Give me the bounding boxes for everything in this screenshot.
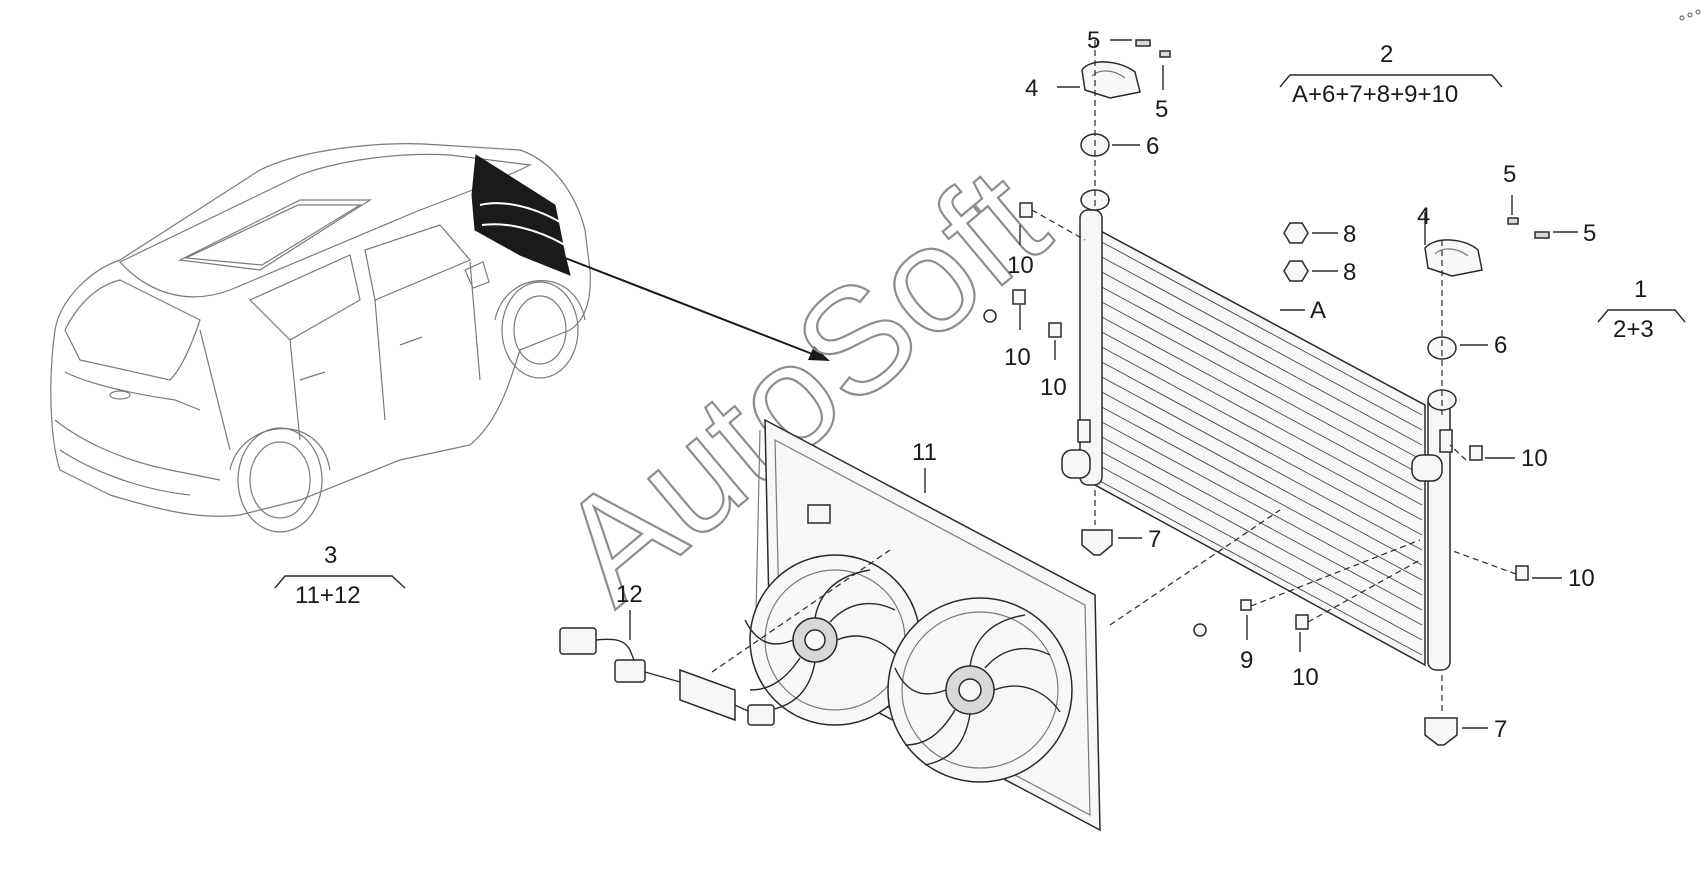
- callout-4: 4: [1025, 75, 1038, 102]
- callout-A: A: [1310, 297, 1326, 324]
- callout-5: 5: [1087, 27, 1100, 54]
- callout-10: 10: [1568, 565, 1595, 592]
- callout-9: 9: [1240, 647, 1253, 674]
- callout-8: 8: [1343, 221, 1356, 248]
- callout-10: 10: [1004, 344, 1031, 371]
- callout-5: 5: [1583, 220, 1596, 247]
- corner-marks: [1679, 9, 1701, 21]
- callout-1: 1: [1634, 276, 1647, 303]
- fan-wiring-harness: [559, 549, 891, 726]
- callout-10: 10: [1040, 374, 1067, 401]
- callout-6: 6: [1146, 133, 1159, 160]
- callout-2-formula: A+6+7+8+9+10: [1292, 81, 1458, 108]
- vehicle-locator-illustration: [50, 143, 591, 533]
- callout-12: 12: [616, 581, 643, 608]
- callout-4: 4: [1417, 203, 1430, 230]
- callout-labels: 5 4 5 6 2 A+6+7+8+9+10 8 8 A 5 4 5 1 2+3…: [295, 27, 1654, 743]
- callout-2: 2: [1380, 41, 1393, 68]
- callout-8: 8: [1343, 259, 1356, 286]
- callout-10: 10: [1521, 445, 1548, 472]
- callout-5: 5: [1155, 96, 1168, 123]
- radiator: [1061, 209, 1453, 671]
- callout-leaders: [274, 39, 1686, 729]
- callout-10: 10: [1007, 252, 1034, 279]
- fan-shroud-assembly: [744, 418, 1101, 832]
- callout-11: 11: [912, 439, 937, 466]
- location-arrow: [559, 255, 830, 361]
- highlighted-radiator-area: [471, 154, 571, 276]
- callout-7: 7: [1148, 526, 1161, 553]
- callout-1-formula: 2+3: [1613, 316, 1654, 343]
- callout-7: 7: [1494, 716, 1507, 743]
- callout-3-formula: 11+12: [295, 582, 361, 609]
- callout-10: 10: [1292, 664, 1319, 691]
- callout-6: 6: [1494, 332, 1507, 359]
- callout-3: 3: [324, 542, 337, 569]
- callout-5: 5: [1503, 161, 1516, 188]
- hardware-parts: [983, 39, 1550, 746]
